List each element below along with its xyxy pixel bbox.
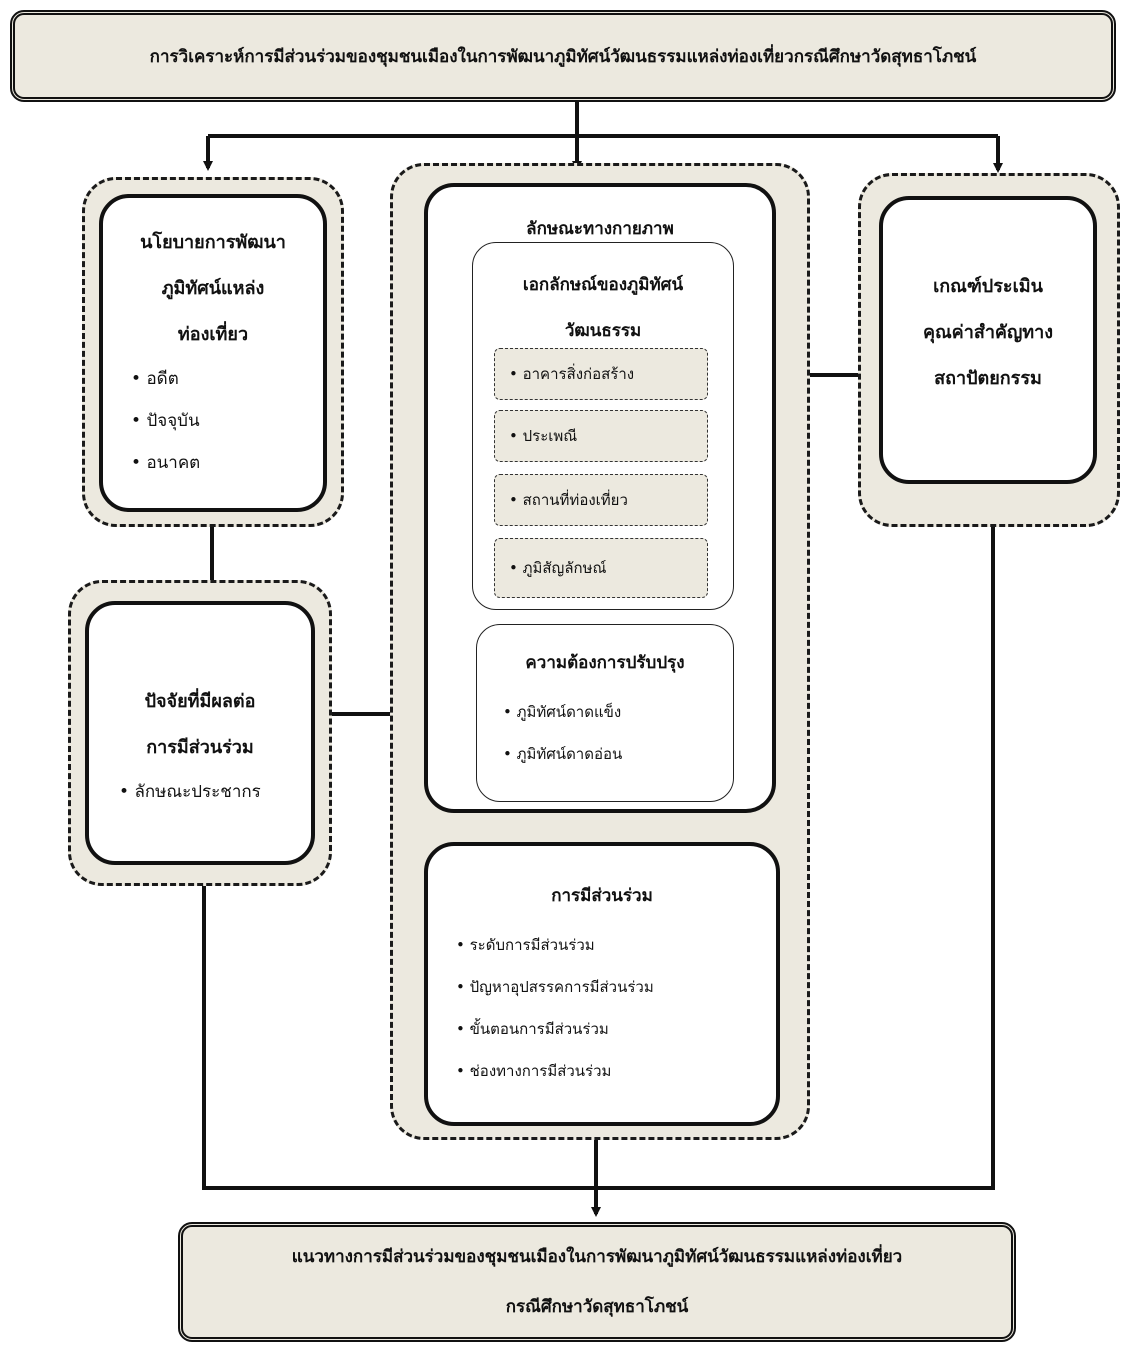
factors-item-demographics: ลักษณะประชากร xyxy=(119,782,261,802)
identity-item-traditions: • ประเพณี xyxy=(494,410,708,462)
participation-box: การมีส่วนร่วม ระดับการมีส่วนร่วม ปัญหาอุ… xyxy=(424,842,780,1126)
participation-item-obstacles: ปัญหาอุปสรรคการมีส่วนร่วม xyxy=(456,966,654,1008)
factors-outer-box: ปัจจัยที่มีผลต่อ การมีส่วนร่วม ลักษณะประ… xyxy=(68,580,332,886)
participation-item-steps: ขั้นตอนการมีส่วนร่วม xyxy=(456,1008,654,1050)
title-text: การวิเคราะห์การมีส่วนร่วมของชุมชนเมืองใน… xyxy=(149,46,977,67)
identity-item-buildings: • อาคารสิ่งก่อสร้าง xyxy=(494,348,708,400)
criteria-line-3: สถาปัตยกรรม xyxy=(934,368,1042,389)
factors-bottom-connector xyxy=(202,886,596,1190)
identity-item-landmarks: • ภูมิสัญลักษณ์ xyxy=(494,538,708,598)
identity-title-line-1: เอกลักษณ์ของภูมิทัศน์ xyxy=(522,275,684,295)
policy-item-present: ปัจจุบัน xyxy=(131,411,200,431)
policy-title-line-2: ภูมิทัศน์แหล่ง xyxy=(161,278,265,299)
needs-item-softscape: ภูมิทัศน์ดาดอ่อน xyxy=(503,733,623,775)
needs-item-hardscape: ภูมิทัศน์ดาดแข็ง xyxy=(503,691,622,733)
participation-item-level: ระดับการมีส่วนร่วม xyxy=(456,924,654,966)
needs-box: ความต้องการปรับปรุง ภูมิทัศน์ดาดแข็ง ภูม… xyxy=(476,624,734,802)
policy-item-future: อนาคต xyxy=(131,453,200,473)
participation-item-channels: ช่องทางการมีส่วนร่วม xyxy=(456,1050,654,1092)
needs-heading: ความต้องการปรับปรุง xyxy=(525,653,685,673)
criteria-line-2: คุณค่าสำคัญทาง xyxy=(922,322,1054,343)
outcome-line-2: กรณีศึกษาวัดสุทธาโภชน์ xyxy=(505,1297,689,1317)
participation-heading: การมีส่วนร่วม xyxy=(551,886,653,906)
policy-inner-box: นโยบายการพัฒนา ภูมิทัศน์แหล่ง ท่องเที่ยว… xyxy=(99,194,327,512)
factors-title-line-1: ปัจจัยที่มีผลต่อ xyxy=(144,691,256,712)
policy-outer-box: นโยบายการพัฒนา ภูมิทัศน์แหล่ง ท่องเที่ยว… xyxy=(82,177,344,527)
outcome-box: แนวทางการมีส่วนร่วมของชุมชนเมืองในการพัฒ… xyxy=(178,1222,1016,1342)
criteria-outer-box: เกณฑ์ประเมิน คุณค่าสำคัญทาง สถาปัตยกรรม xyxy=(858,173,1120,527)
criteria-bottom-connector xyxy=(596,527,995,1190)
title-box: การวิเคราะห์การมีส่วนร่วมของชุมชนเมืองใน… xyxy=(10,10,1116,102)
policy-title-line-1: นโยบายการพัฒนา xyxy=(140,232,286,253)
factors-title-line-2: การมีส่วนร่วม xyxy=(146,737,254,758)
criteria-inner-box: เกณฑ์ประเมิน คุณค่าสำคัญทาง สถาปัตยกรรม xyxy=(879,196,1097,484)
factors-inner-box: ปัจจัยที่มีผลต่อ การมีส่วนร่วม ลักษณะประ… xyxy=(85,601,315,865)
criteria-line-1: เกณฑ์ประเมิน xyxy=(933,276,1043,297)
identity-item-attractions: • สถานที่ท่องเที่ยว xyxy=(494,474,708,526)
identity-title-line-2: วัฒนธรรม xyxy=(564,321,642,341)
policy-title-line-3: ท่องเที่ยว xyxy=(177,324,249,345)
outcome-line-1: แนวทางการมีส่วนร่วมของชุมชนเมืองในการพัฒ… xyxy=(291,1247,903,1267)
physical-heading: ลักษณะทางกายภาพ xyxy=(526,219,674,239)
policy-item-past: อดีต xyxy=(131,369,179,389)
